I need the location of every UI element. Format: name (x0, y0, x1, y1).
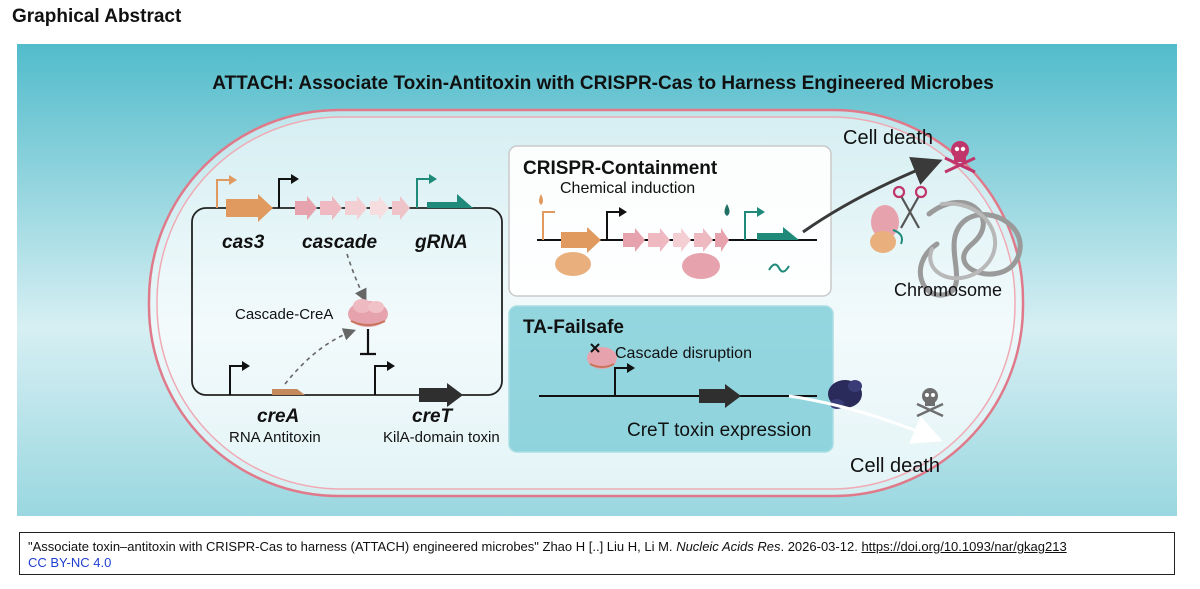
cascade-gene-2 (320, 196, 342, 220)
containment-cascade-gene-1 (623, 228, 645, 252)
grna-transcript (768, 263, 790, 273)
cas3-promoter (216, 179, 231, 208)
containment-cas3-promoter (542, 211, 555, 240)
containment-cascade-promoter-head (619, 207, 627, 217)
failsafe-promoter-head (627, 363, 635, 373)
cascade-promoter (278, 178, 293, 208)
cret-promoter (374, 365, 389, 395)
ta-failsafe-title: TA-Failsafe (523, 317, 624, 338)
figure-title: ATTACH: Associate Toxin-Antitoxin with C… (212, 73, 994, 94)
grna-label: gRNA (414, 232, 468, 253)
cas3-protein (555, 252, 591, 276)
cascade-gene-1 (295, 196, 317, 220)
containment-cascade-gene-4 (694, 228, 713, 252)
crea-promoter (229, 365, 244, 395)
grna-promoter (416, 178, 431, 208)
crea-sub: RNA Antitoxin (229, 429, 321, 446)
cascade-gene-5 (392, 196, 410, 220)
figure-svg: ATTACH: Associate Toxin-Antitoxin with C… (147, 73, 1025, 498)
containment-cascade-gene-3 (673, 228, 691, 252)
crispr-containment-title: CRISPR-Containment (523, 158, 718, 179)
cret-label: creT (412, 406, 454, 427)
skull-crossbones-red-icon (944, 141, 976, 174)
citation-quote: "Associate toxin–antitoxin with CRISPR-C… (28, 539, 673, 554)
cascade-cas3-complex (870, 205, 903, 253)
cret-promoter-head (387, 361, 395, 371)
cascade-gene-4 (370, 196, 389, 220)
chromosome-label: Chromosome (894, 280, 1002, 300)
cell-death-top-label: Cell death (843, 127, 933, 149)
cascade-crea-label: Cascade-CreA (235, 306, 333, 323)
failsafe-promoter (614, 367, 629, 396)
cell-death-bottom-label: Cell death (850, 455, 940, 477)
graphical-abstract-heading: Graphical Abstract (12, 6, 182, 27)
containment-grna-gene (757, 227, 799, 240)
cret-gene (419, 383, 463, 407)
abstract-figure: ATTACH: Associate Toxin-Antitoxin with C… (17, 44, 1177, 516)
repression-line (360, 329, 376, 356)
cascade-to-complex-arrow (346, 253, 367, 302)
grna-promoter-head (429, 174, 437, 184)
crea-gene (272, 389, 305, 395)
containment-cascade-gene-2 (648, 228, 670, 252)
containment-cas3-gene (561, 227, 601, 253)
containment-grna-promoter-head (757, 207, 765, 217)
containment-cascade-promoter (606, 211, 621, 240)
scissors-icon (892, 185, 928, 229)
chromosome-graphic (917, 200, 1023, 298)
cascade-label: cascade (302, 232, 377, 253)
inducer-droplet-icon (539, 194, 543, 205)
crea-to-complex-arrow (284, 328, 357, 385)
failsafe-death-arrow (788, 394, 943, 444)
skull-crossbones-grey-icon (916, 388, 944, 418)
cascade-gene-3 (345, 196, 367, 220)
crispr-containment-box (508, 145, 832, 297)
grna-droplet-icon (724, 204, 730, 216)
cas3-promoter-head (229, 175, 237, 185)
cas3-label: cas3 (222, 232, 265, 253)
containment-cascade-gene-5 (715, 228, 729, 252)
citation-date: . 2026-03-12. (780, 539, 858, 554)
disrupted-cascade-complex (587, 343, 617, 369)
cascade-promoter-head (291, 174, 299, 184)
grna-gene (427, 194, 473, 208)
chemical-induction-label: Chemical induction (560, 180, 695, 197)
failsafe-cret-gene (699, 384, 741, 408)
containment-death-arrow (802, 156, 943, 234)
cascade-disruption-label: Cascade disruption (615, 345, 752, 362)
citation-box: "Associate toxin–antitoxin with CRISPR-C… (19, 532, 1175, 575)
cascade-protein (682, 253, 720, 279)
cret-expression-label: CreT toxin expression (627, 420, 811, 441)
citation-doi-link[interactable]: https://doi.org/10.1093/nar/gkag213 (861, 539, 1067, 554)
containment-grna-promoter (744, 211, 759, 240)
cas3-gene (226, 194, 273, 222)
ta-failsafe-box (508, 305, 834, 453)
cascade-crea-complex (348, 299, 388, 327)
citation-journal: Nucleic Acids Res (676, 539, 781, 554)
crea-promoter-head (242, 361, 250, 371)
cret-sub: KilA-domain toxin (383, 429, 500, 446)
citation-license[interactable]: CC BY-NC 4.0 (28, 555, 112, 570)
crea-label: creA (257, 406, 299, 427)
